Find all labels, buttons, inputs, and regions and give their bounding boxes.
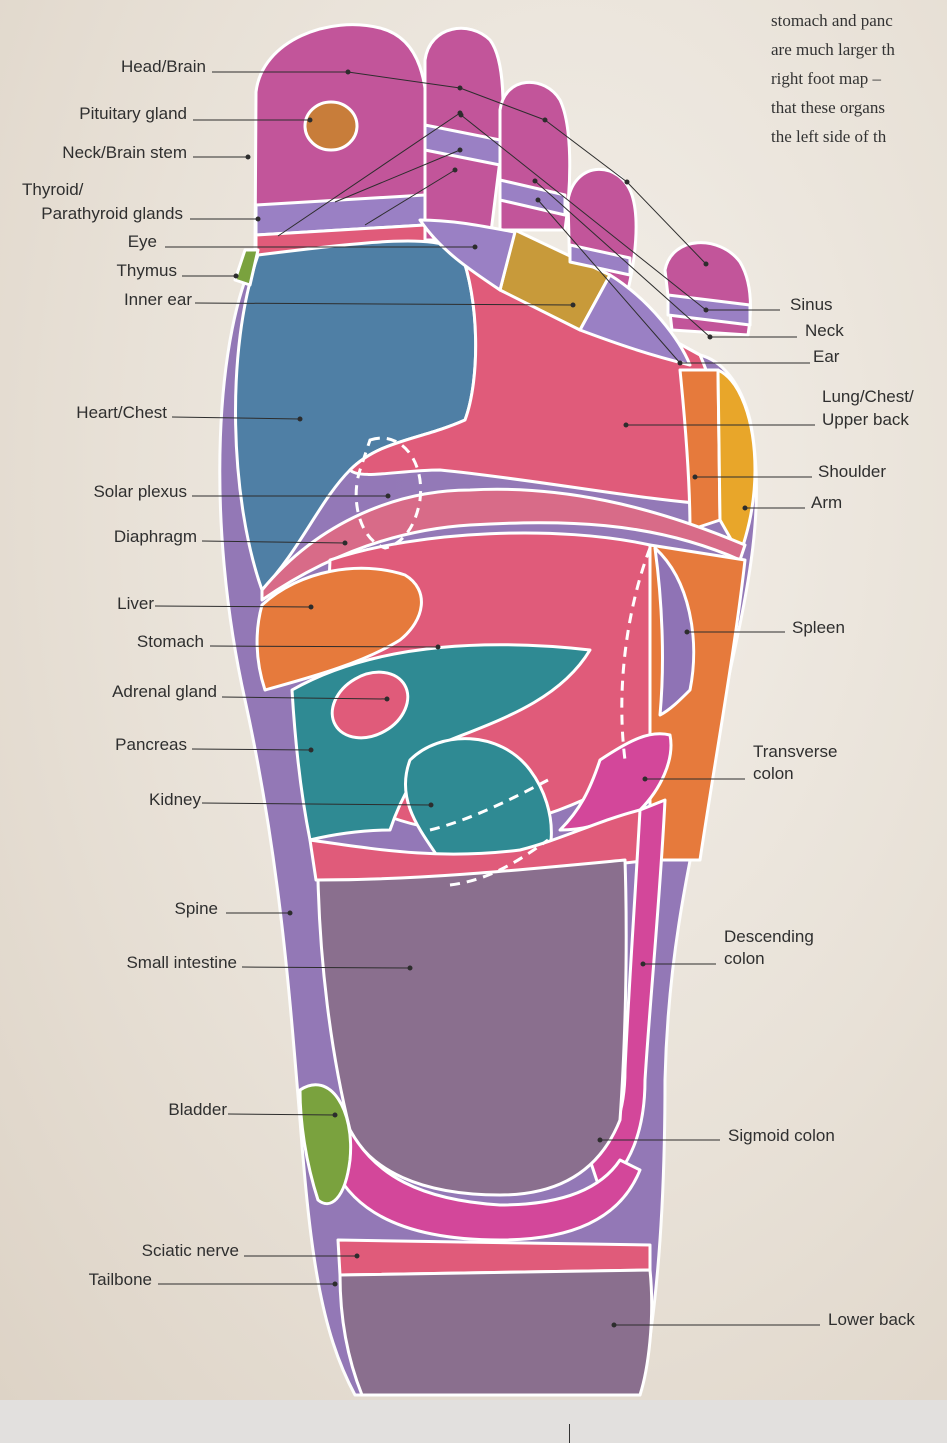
leader-dot-pituitary	[308, 118, 312, 122]
leader-dot-thymus	[234, 274, 238, 278]
label-descending-line1: Descending	[724, 927, 814, 947]
leader-dot-small-intestine	[408, 966, 412, 970]
label-heart-chest: Heart/Chest	[76, 403, 167, 423]
leader-dot-neck-brain-stem	[246, 155, 250, 159]
label-kidney: Kidney	[149, 790, 201, 810]
leader-dot-descending	[641, 962, 645, 966]
label-transverse-line2: colon	[753, 764, 794, 784]
label-thyroid-line2: Parathyroid glands	[41, 204, 183, 224]
leader-dot-shoulder	[693, 475, 697, 479]
leader-dot-kidney	[429, 803, 433, 807]
label-solar-plexus: Solar plexus	[93, 482, 187, 502]
leader-dot-tailbone	[333, 1282, 337, 1286]
label-head-brain: Head/Brain	[121, 57, 206, 77]
label-shoulder: Shoulder	[818, 462, 886, 482]
leader-dot-liver	[309, 605, 313, 609]
arm-region	[718, 370, 755, 555]
leader-dot-bladder	[333, 1113, 337, 1117]
label-transverse-line1: Transverse	[753, 742, 837, 762]
leader-line-head-brain	[627, 182, 706, 264]
leader-dot-thyroid	[256, 217, 260, 221]
leader-dot-lower-back	[612, 1323, 616, 1327]
leader-dot-thyroid-toe	[458, 111, 462, 115]
label-eye: Eye	[128, 232, 157, 252]
leader-dot-sigmoid	[598, 1138, 602, 1142]
label-thyroid-line1: Thyroid/	[22, 180, 83, 200]
leader-dot-eye	[473, 245, 477, 249]
label-tailbone: Tailbone	[89, 1270, 152, 1290]
label-sinus: Sinus	[790, 295, 833, 315]
label-spine: Spine	[175, 899, 218, 919]
bottom-divider	[569, 1424, 570, 1443]
label-diaphragm: Diaphragm	[114, 527, 197, 547]
leader-dot-neck	[533, 179, 537, 183]
leader-dot-ear	[536, 198, 540, 202]
label-spleen: Spleen	[792, 618, 845, 638]
label-descending-line2: colon	[724, 949, 765, 969]
leader-dot-lung	[624, 423, 628, 427]
label-sciatic-nerve: Sciatic nerve	[142, 1241, 239, 1261]
label-inner-ear: Inner ear	[124, 290, 192, 310]
leader-dot-neck-toe	[458, 148, 462, 152]
leader-dot-solar-plexus	[386, 494, 390, 498]
label-lower-back: Lower back	[828, 1310, 915, 1330]
label-arm: Arm	[811, 493, 842, 513]
label-sigmoid-colon: Sigmoid colon	[728, 1126, 835, 1146]
leader-dot-sciatic	[355, 1254, 359, 1258]
label-ear: Ear	[813, 347, 839, 367]
label-pituitary-gland: Pituitary gland	[79, 104, 187, 124]
leader-dot-inner-ear	[571, 303, 575, 307]
label-thymus: Thymus	[117, 261, 177, 281]
pituitary-gland	[305, 102, 357, 150]
leader-dot-stomach	[436, 645, 440, 649]
leader-dot-transverse	[643, 777, 647, 781]
lower-back-region	[340, 1270, 652, 1395]
leader-dot-adrenal	[385, 697, 389, 701]
label-pancreas: Pancreas	[115, 735, 187, 755]
leader-dot-heart	[298, 417, 302, 421]
leader-dot-head-brain	[704, 262, 708, 266]
leader-dot-diaphragm	[343, 541, 347, 545]
label-stomach: Stomach	[137, 632, 204, 652]
label-liver: Liver	[117, 594, 154, 614]
leader-dot-arm	[743, 506, 747, 510]
label-adrenal-gland: Adrenal gland	[112, 682, 217, 702]
bottom-bar	[0, 1400, 947, 1443]
label-lung-line1: Lung/Chest/	[822, 387, 914, 407]
label-neck: Neck	[805, 321, 844, 341]
leader-dot-spleen	[685, 630, 689, 634]
leader-dot-pancreas	[309, 748, 313, 752]
leader-dot-spine	[288, 911, 292, 915]
small-intestine-region	[318, 860, 626, 1195]
label-lung-line2: Upper back	[822, 410, 909, 430]
label-bladder: Bladder	[168, 1100, 227, 1120]
leader-dot-thyroid-toe	[453, 168, 457, 172]
label-small-intestine: Small intestine	[126, 953, 237, 973]
label-neck-brain-stem: Neck/Brain stem	[62, 143, 187, 163]
